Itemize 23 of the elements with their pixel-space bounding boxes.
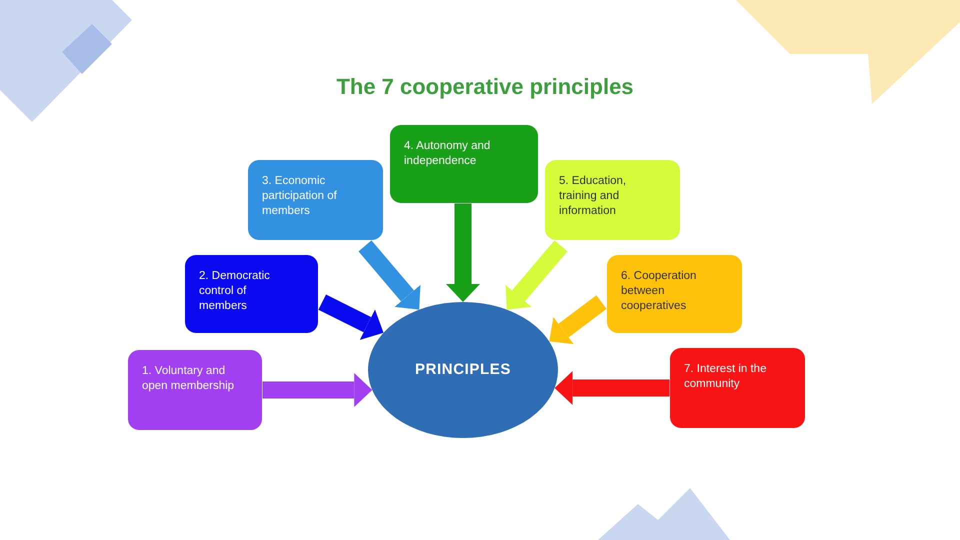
callout-box [185, 255, 318, 333]
block-arrow [549, 295, 607, 344]
callout-box [670, 348, 805, 428]
title: The 7 cooperative principles [335, 74, 635, 100]
node-text: 2. Democratic control of members [199, 269, 271, 314]
node-text: 3. Economic participation of members [262, 174, 338, 220]
block-arrow [554, 371, 670, 405]
node-text: 5. Education, training and information [559, 174, 628, 220]
node-text: PRINCIPLES [414, 360, 511, 380]
callout-box [390, 125, 538, 203]
node-text: 4. Autonomy and independence [404, 139, 492, 170]
block-arrow [506, 240, 568, 310]
callout-box [545, 160, 680, 240]
block-arrow [262, 373, 372, 407]
callout-box [248, 160, 383, 240]
block-arrow [318, 294, 384, 340]
node-text: 1. Voluntary and open membership [142, 364, 236, 394]
block-arrow [358, 240, 420, 310]
node-text: 7. Interest in the community [684, 362, 768, 392]
node-text: 6. Cooperation between cooperatives [621, 269, 698, 314]
callout-box [128, 350, 262, 430]
block-arrow [446, 204, 480, 302]
callout-box [607, 255, 742, 333]
